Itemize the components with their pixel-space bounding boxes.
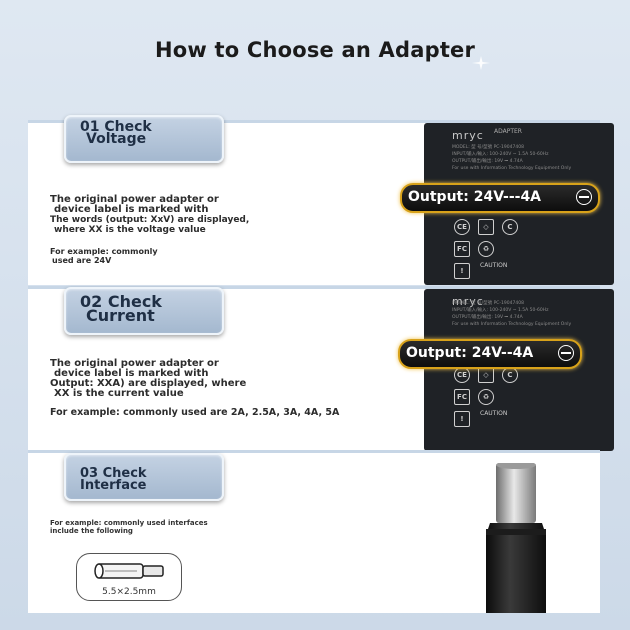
adapter-heading: ADAPTER: [494, 128, 522, 135]
check-interface-tag: 03 Check Interface: [64, 453, 224, 501]
caution-label: CAUTION: [480, 262, 508, 269]
warning-icon: !: [454, 263, 470, 279]
output-voltage-highlight: Output: 24V---4A: [400, 183, 600, 213]
tag-line1: 01 Check: [80, 119, 152, 135]
section-check-voltage: 01 Check Voltage The original power adap…: [28, 115, 614, 285]
sparkle-icon: [472, 56, 490, 70]
section-check-interface: 03 Check Interface For example: commonly…: [28, 450, 600, 613]
check-current-tag: 02 Check Current: [64, 287, 224, 335]
recycle-icon: ♻: [478, 389, 494, 405]
cert-mark-icon: ◇: [478, 219, 494, 235]
tag-line1: 02 Check: [80, 292, 162, 311]
ccc-mark-icon: C: [502, 219, 518, 235]
fc-mark-icon: FC: [454, 241, 470, 257]
section-check-current: 02 Check Current The original power adap…: [28, 286, 614, 451]
connector-size-label: 5.5×2.5mm: [102, 587, 156, 597]
ccc-mark-icon: C: [502, 367, 518, 383]
current-example: For example: commonly used are 2A, 2.5A,…: [50, 407, 340, 418]
ce-mark-icon: CE: [454, 219, 470, 235]
adapter-brand: mryc: [452, 295, 484, 308]
tag-line2: Voltage: [86, 131, 147, 147]
connector-sample: 5.5×2.5mm: [76, 553, 182, 601]
interface-note: For example: commonly used interfaces in…: [50, 519, 208, 535]
recycle-icon: ♻: [478, 241, 494, 257]
tag-line2: Current: [86, 306, 155, 325]
output-current-highlight: Output: 24V--4A: [398, 339, 582, 369]
caution-label: CAUTION: [480, 410, 508, 417]
page-title: How to Choose an Adapter: [154, 38, 476, 62]
dc-plug-photo: [486, 463, 546, 613]
minus-circle-icon: [576, 189, 592, 205]
dc-plug-icon: [94, 563, 164, 579]
adapter-label-photo: mryc MODEL: 型 号/型號 PC-19047408 INPUT/输入/…: [424, 289, 614, 451]
check-voltage-tag: 01 Check Voltage: [64, 115, 224, 163]
adapter-brand: mryc: [452, 129, 484, 142]
warning-icon: !: [454, 411, 470, 427]
current-description: The original power adapter or device lab…: [50, 358, 247, 399]
voltage-description: The original power adapter or device lab…: [50, 194, 250, 236]
cert-mark-icon: ◇: [478, 367, 494, 383]
output-voltage-text: Output: 24V---4A: [408, 189, 542, 205]
tag-label: 03 Check Interface: [80, 466, 147, 493]
fc-mark-icon: FC: [454, 389, 470, 405]
output-current-text: Output: 24V--4A: [406, 345, 534, 361]
voltage-example: For example: commonly used are 24V: [50, 247, 158, 265]
minus-circle-icon: [558, 345, 574, 361]
ce-mark-icon: CE: [454, 367, 470, 383]
